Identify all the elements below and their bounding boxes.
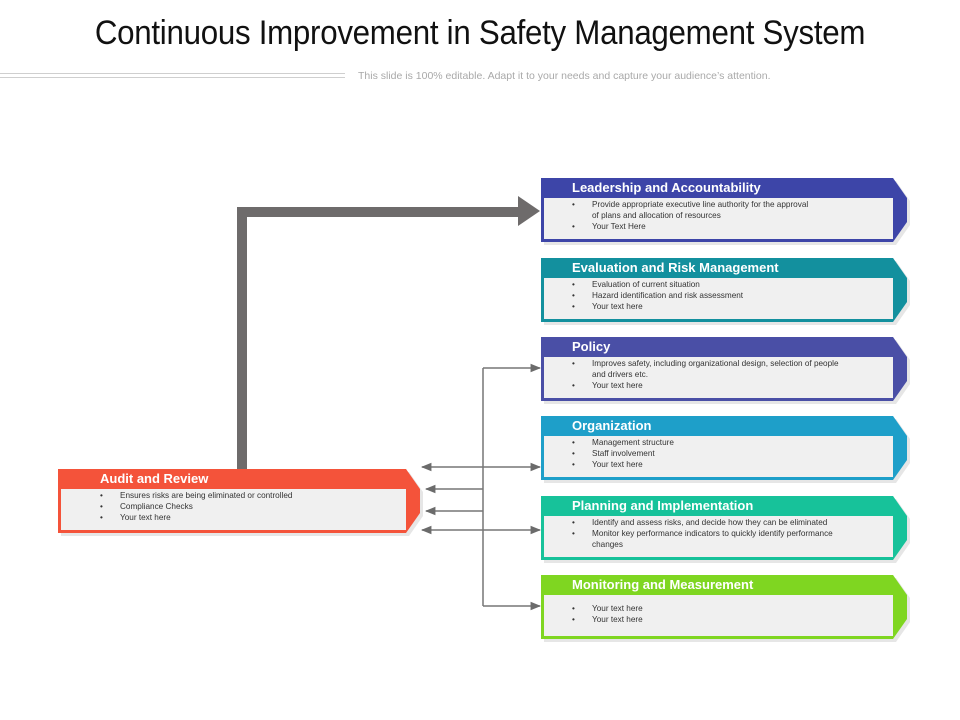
bullet-item: Compliance Checks	[100, 502, 400, 513]
bullet-item: Monitor key performance indicators to qu…	[572, 529, 862, 551]
slide-subtitle: This slide is 100% editable. Adapt it to…	[358, 70, 771, 82]
bullet-item: Your text here	[572, 604, 872, 615]
card-header-band	[541, 178, 899, 198]
feedback-arrow-head	[518, 196, 540, 226]
bullet-item: Your Text Here	[572, 222, 812, 233]
bullet-item: Provide appropriate executive line autho…	[572, 200, 812, 222]
card-heading: Organization	[572, 418, 652, 433]
bullet-item: Your text here	[572, 381, 842, 392]
divider-line	[0, 77, 345, 78]
slide-title: Continuous Improvement in Safety Managem…	[94, 14, 866, 52]
organization-card: Organization Management structure Staff …	[541, 416, 910, 483]
card-bullet-list: Evaluation of current situation Hazard i…	[572, 280, 872, 312]
card-header-band	[541, 258, 899, 278]
divider-line	[0, 73, 345, 74]
card-bullet-list: Improves safety, including organizationa…	[572, 359, 842, 391]
bullet-item: Identify and assess risks, and decide ho…	[572, 518, 862, 529]
card-heading: Leadership and Accountability	[572, 180, 761, 195]
audit-card-heading: Audit and Review	[100, 471, 209, 486]
bullet-item: Hazard identification and risk assessmen…	[572, 291, 872, 302]
card-bullet-list: Your text here Your text here	[572, 604, 872, 626]
card-heading: Policy	[572, 339, 611, 354]
card-header-band	[541, 337, 899, 357]
card-heading: Monitoring and Measurement	[572, 577, 754, 592]
card-header-band	[58, 469, 412, 489]
policy-card: Policy Improves safety, including organi…	[541, 337, 910, 404]
bullet-item: Staff involvement	[572, 449, 872, 460]
planning-implementation-card: Planning and Implementation Identify and…	[541, 496, 910, 563]
card-heading: Evaluation and Risk Management	[572, 260, 779, 275]
bullet-item: Your text here	[572, 302, 872, 313]
audit-review-card: Audit and Review Ensures risks are being…	[58, 469, 423, 536]
feedback-loop-arrow	[237, 207, 520, 469]
card-bullet-list: Identify and assess risks, and decide ho…	[572, 518, 862, 550]
bullet-item: Your text here	[572, 460, 872, 471]
bullet-item: Evaluation of current situation	[572, 280, 872, 291]
bullet-item: Your text here	[572, 615, 872, 626]
leadership-card: Leadership and Accountability Provide ap…	[541, 178, 910, 245]
evaluation-risk-card: Evaluation and Risk Management Evaluatio…	[541, 258, 910, 325]
card-bullet-list: Management structure Staff involvement Y…	[572, 438, 872, 470]
bullet-item: Ensures risks are being eliminated or co…	[100, 491, 400, 502]
bullet-item: Management structure	[572, 438, 872, 449]
card-header-band	[541, 416, 899, 436]
card-heading: Planning and Implementation	[572, 498, 754, 513]
card-header-band	[541, 575, 899, 595]
bullet-item: Improves safety, including organizationa…	[572, 359, 842, 381]
card-bullet-list: Provide appropriate executive line autho…	[572, 200, 812, 232]
monitoring-measurement-card: Monitoring and Measurement Your text her…	[541, 575, 910, 642]
audit-bullet-list: Ensures risks are being eliminated or co…	[100, 491, 400, 523]
bullet-item: Your text here	[100, 513, 400, 524]
card-header-band	[541, 496, 899, 516]
